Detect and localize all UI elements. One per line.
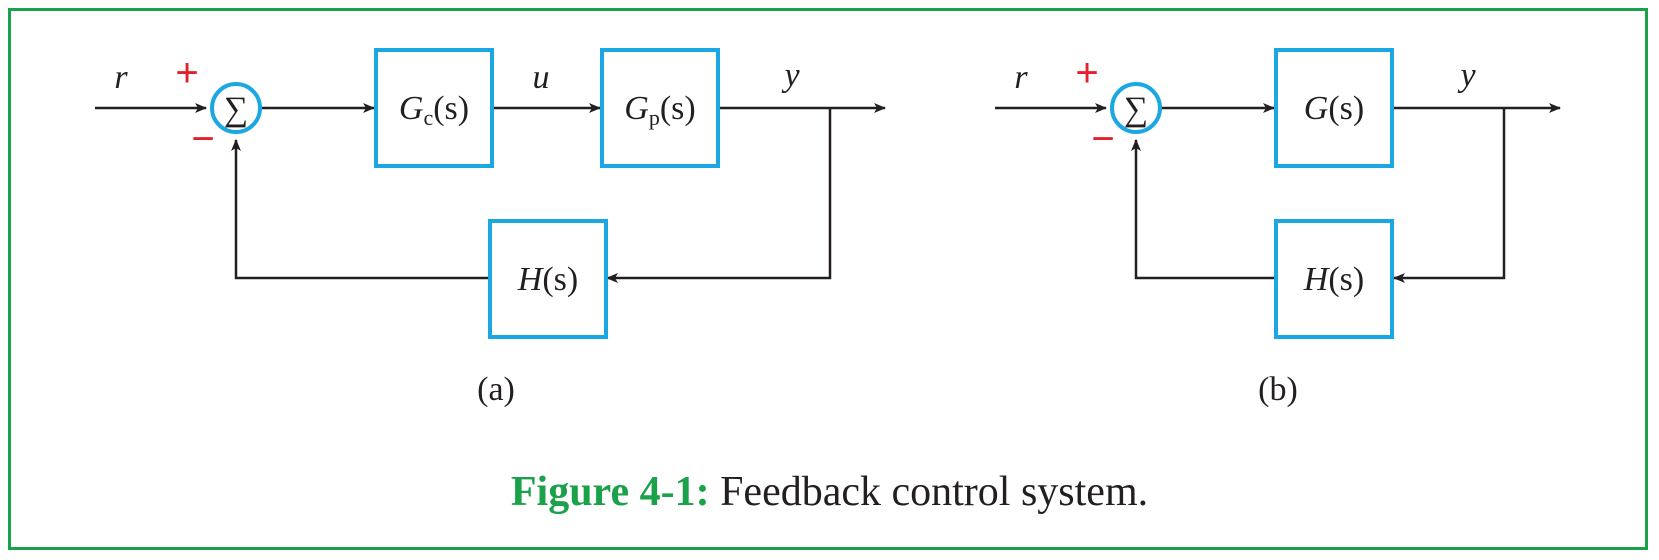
system-block-label: G(s) (1304, 90, 1364, 127)
caption-text: Feedback control system. (720, 469, 1149, 515)
diagram-a: ∑ + − r u y Gc(s) Gp(s) H(s) (a) (95, 48, 886, 408)
feedback-block (1274, 219, 1394, 339)
caption-label: Figure 4-1: (510, 469, 710, 515)
panel-label-b: (b) (1258, 371, 1298, 408)
summing-junction (1110, 82, 1162, 134)
plus-sign: + (175, 51, 198, 95)
feedback-to-sum-line (231, 139, 489, 280)
summing-junction (210, 82, 262, 134)
diagram-b: ∑ + − r y G(s) H(s) (b) (995, 48, 1561, 408)
plant-block (600, 48, 720, 168)
control-signal-label: u (533, 59, 550, 96)
figure-caption: Figure 4-1: Feedback control system. (0, 468, 1659, 516)
feedback-block-label: H(s) (1303, 261, 1364, 298)
feedback-return-line (1393, 108, 1506, 283)
minus-sign: − (1091, 117, 1114, 161)
controller-block-label: Gc(s) (399, 90, 469, 130)
feedback-return-line (606, 108, 832, 283)
minus-sign: − (191, 117, 214, 161)
system-block (1274, 48, 1394, 168)
feedback-block (488, 219, 608, 339)
plant-block-label: Gp(s) (624, 90, 695, 130)
controller-block (374, 48, 494, 168)
feedback-block-label: H(s) (517, 261, 578, 298)
feedback-to-sum-line (1131, 139, 1276, 280)
output-label: y (1457, 57, 1476, 94)
sum-symbol: ∑ (1124, 91, 1148, 128)
plus-sign: + (1075, 51, 1098, 95)
output-label: y (781, 57, 800, 94)
panel-label-a: (a) (477, 371, 515, 408)
sum-symbol: ∑ (224, 91, 248, 128)
input-label: r (1014, 59, 1028, 96)
input-label: r (114, 59, 128, 96)
